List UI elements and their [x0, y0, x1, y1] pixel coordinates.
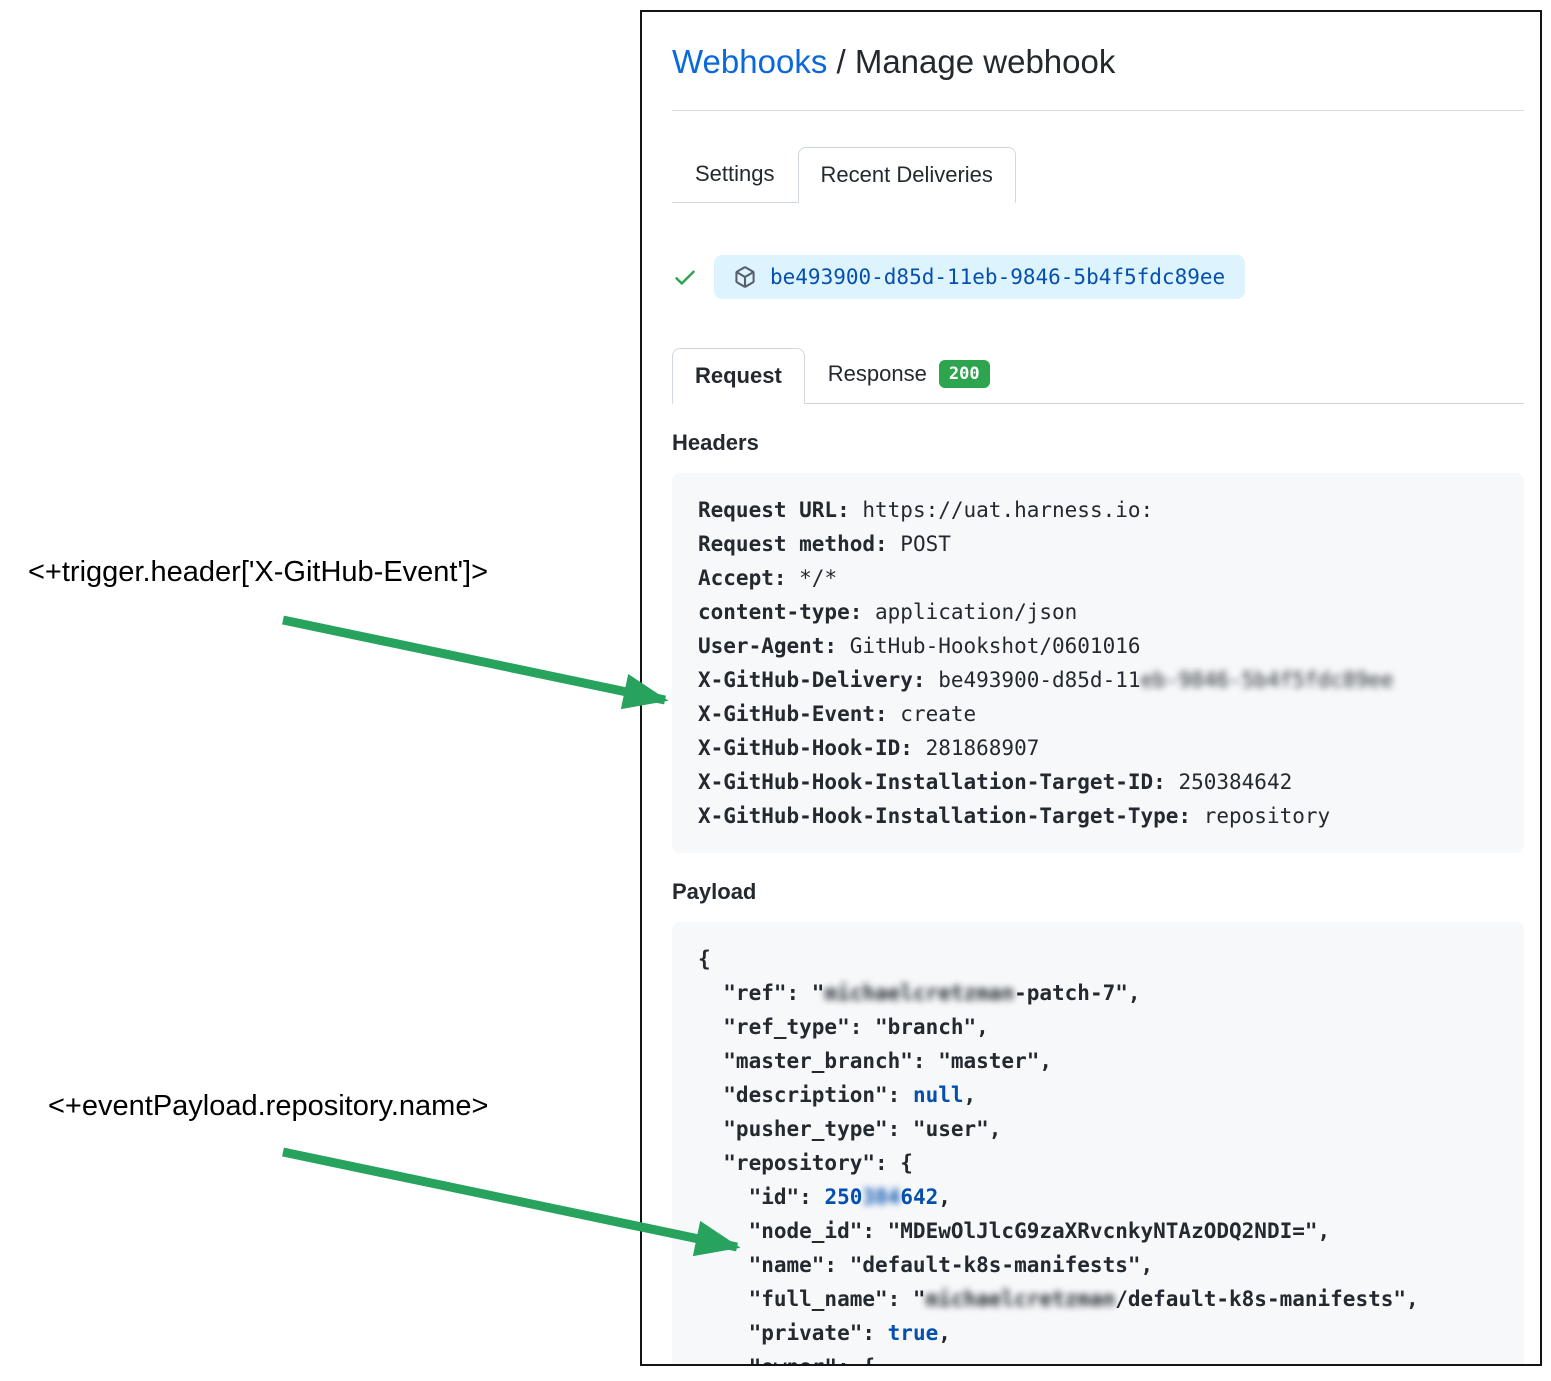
- code-segment: "node_id": "MDEwOlJlcG9zaXRvcnkyNTAzODQ2…: [698, 1219, 1331, 1243]
- header-line: X-GitHub-Hook-ID: 281868907: [698, 731, 1498, 765]
- delivery-guid-pill[interactable]: be493900-d85d-11eb-9846-5b4f5fdc89ee: [714, 255, 1246, 299]
- code-segment: ,: [938, 1185, 951, 1209]
- code-segment: "repository": {: [698, 1151, 913, 1175]
- header-key: Request URL:: [698, 498, 863, 522]
- code-segment: 384: [862, 1185, 901, 1209]
- header-key: Accept:: [698, 566, 800, 590]
- header-line: X-GitHub-Delivery: be493900-d85d-11eb-98…: [698, 663, 1498, 697]
- payload-line: "repository": {: [698, 1146, 1498, 1180]
- header-value: repository: [1203, 804, 1331, 828]
- header-key: X-GitHub-Event:: [698, 702, 901, 726]
- header-line: Request URL: https://uat.harness.io:: [698, 493, 1498, 527]
- header-value: application/json: [875, 600, 1078, 624]
- header-value: POST: [900, 532, 951, 556]
- package-icon: [735, 266, 755, 288]
- code-segment: "full_name": ": [698, 1287, 926, 1311]
- breadcrumb: Webhooks / Manage webhook: [672, 42, 1524, 82]
- headers-code: Request URL: https://uat.harness.io:Requ…: [698, 493, 1498, 833]
- header-value: GitHub-Hookshot/0601016: [849, 634, 1141, 658]
- code-segment: "ref_type": "branch",: [698, 1015, 989, 1039]
- page-title: Manage webhook: [854, 43, 1116, 80]
- breadcrumb-separator: /: [827, 43, 855, 80]
- code-segment: {: [698, 947, 711, 971]
- header-value: */*: [799, 566, 838, 590]
- payload-line: "owner": {: [698, 1350, 1498, 1364]
- tab-recent-deliveries[interactable]: Recent Deliveries: [797, 147, 1016, 203]
- payload-line: "private": true,: [698, 1316, 1498, 1350]
- header-line: Request method: POST: [698, 527, 1498, 561]
- header-key: content-type:: [698, 600, 876, 624]
- code-segment: michaelcretzman: [824, 981, 1015, 1005]
- tab-response[interactable]: Response 200: [805, 345, 1013, 403]
- payload-code: { "ref": "michaelcretzman-patch-7", "ref…: [698, 942, 1498, 1364]
- payload-heading: Payload: [672, 879, 757, 904]
- header-value: 281868907: [925, 736, 1040, 760]
- code-segment: "owner": {: [698, 1355, 875, 1364]
- code-segment: "id":: [698, 1185, 825, 1209]
- header-key: X-GitHub-Hook-ID:: [698, 736, 926, 760]
- webhook-panel: Webhooks / Manage webhook Settings Recen…: [640, 10, 1542, 1366]
- delivery-row: be493900-d85d-11eb-9846-5b4f5fdc89ee: [672, 255, 1524, 299]
- payload-line: "pusher_type": "user",: [698, 1112, 1498, 1146]
- code-segment: michaelcretzman: [925, 1287, 1116, 1311]
- header-line: Accept: */*: [698, 561, 1498, 595]
- code-segment: 642: [900, 1185, 939, 1209]
- payload-line: "id": 250384642,: [698, 1180, 1498, 1214]
- request-response-tabs: Request Response 200: [672, 345, 1524, 404]
- code-segment: ,: [938, 1321, 951, 1345]
- check-icon: [675, 270, 695, 285]
- code-segment: "description":: [698, 1083, 913, 1107]
- code-segment: /default-k8s-manifests",: [1115, 1287, 1419, 1311]
- delivery-guid: be493900-d85d-11eb-9846-5b4f5fdc89ee: [770, 265, 1226, 289]
- payload-line: "node_id": "MDEwOlJlcG9zaXRvcnkyNTAzODQ2…: [698, 1214, 1498, 1248]
- header-value: create: [900, 702, 977, 726]
- payload-line: {: [698, 942, 1498, 976]
- response-status-badge: 200: [938, 360, 990, 388]
- payload-line: "full_name": "michaelcretzman/default-k8…: [698, 1282, 1498, 1316]
- code-segment: "ref": ": [698, 981, 825, 1005]
- tab-request[interactable]: Request: [672, 348, 805, 404]
- header-value-blurred: eb-9846-5b4f5fdc89ee: [1140, 668, 1394, 692]
- code-segment: ,: [963, 1083, 977, 1107]
- payload-line: "description": null,: [698, 1078, 1498, 1112]
- headers-code-block: Request URL: https://uat.harness.io:Requ…: [672, 473, 1524, 853]
- header-key: Request method:: [698, 532, 901, 556]
- code-segment: "master_branch": "master",: [698, 1049, 1053, 1073]
- header-value: 250384642: [1178, 770, 1293, 794]
- annotation-trigger-expression: <+trigger.header['X-GitHub-Event']>: [28, 556, 489, 588]
- code-segment: -patch-7",: [1014, 981, 1141, 1005]
- tab-response-label: Response: [827, 361, 927, 386]
- header-key: X-GitHub-Hook-Installation-Target-Type:: [698, 804, 1204, 828]
- header-line: X-GitHub-Event: create: [698, 697, 1498, 731]
- header-value: https://uat.harness.io:: [862, 498, 1154, 522]
- payload-line: "name": "default-k8s-manifests",: [698, 1248, 1498, 1282]
- breadcrumb-webhooks-link[interactable]: Webhooks: [672, 43, 828, 80]
- code-segment: null: [912, 1083, 964, 1107]
- title-divider: [672, 110, 1524, 111]
- payload-line: "master_branch": "master",: [698, 1044, 1498, 1078]
- code-segment: "pusher_type": "user",: [698, 1117, 1002, 1141]
- payload-line: "ref": "michaelcretzman-patch-7",: [698, 976, 1498, 1010]
- code-segment: true: [887, 1321, 939, 1345]
- header-line: User-Agent: GitHub-Hookshot/0601016: [698, 629, 1498, 663]
- code-segment: "name": "default-k8s-manifests",: [698, 1253, 1154, 1277]
- arrow-to-github-event: [282, 615, 669, 710]
- payload-line: "ref_type": "branch",: [698, 1010, 1498, 1044]
- header-line: X-GitHub-Hook-Installation-Target-ID: 25…: [698, 765, 1498, 799]
- code-segment: 250: [824, 1185, 863, 1209]
- code-segment: "private":: [698, 1321, 888, 1345]
- tab-settings[interactable]: Settings: [695, 161, 775, 186]
- annotation-payload-expression: <+eventPayload.repository.name>: [48, 1090, 489, 1122]
- payload-code-block: { "ref": "michaelcretzman-patch-7", "ref…: [672, 922, 1524, 1364]
- header-line: X-GitHub-Hook-Installation-Target-Type: …: [698, 799, 1498, 833]
- webhook-tabs: Settings Recent Deliveries: [672, 146, 1016, 203]
- header-key: X-GitHub-Delivery:: [698, 668, 939, 692]
- headers-heading: Headers: [672, 430, 759, 455]
- header-line: content-type: application/json: [698, 595, 1498, 629]
- header-value: be493900-d85d-11: [938, 668, 1141, 692]
- header-key: X-GitHub-Hook-Installation-Target-ID:: [698, 770, 1179, 794]
- header-key: User-Agent:: [698, 634, 850, 658]
